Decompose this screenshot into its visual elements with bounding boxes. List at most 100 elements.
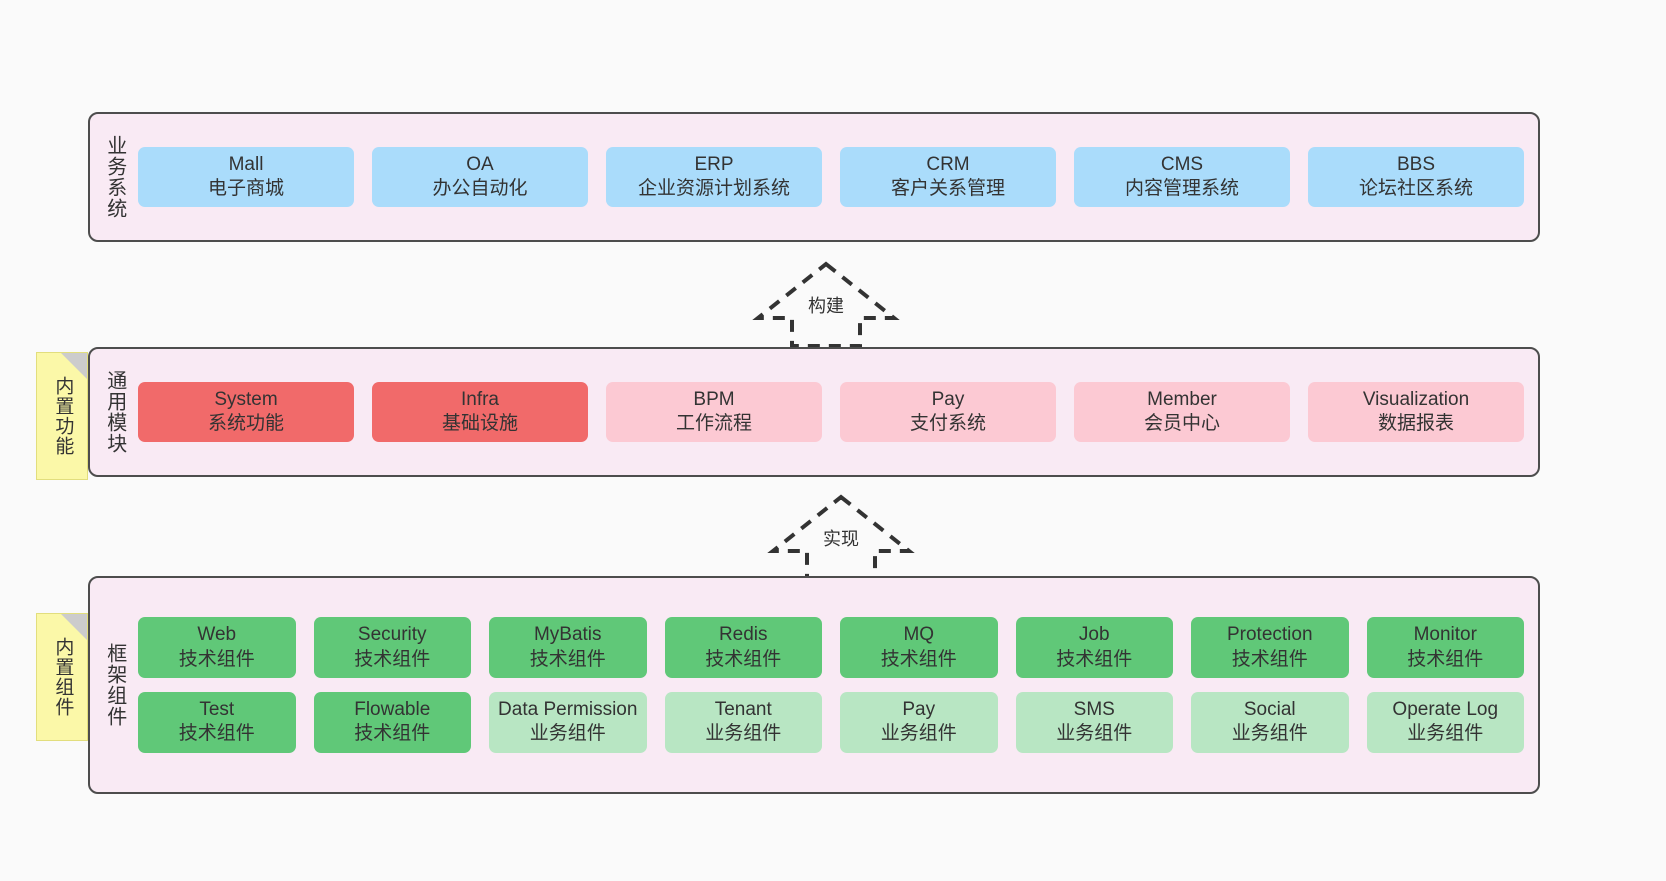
card-row: System 系统功能 Infra 基础设施 BPM 工作流程 Pay 支付系统… — [138, 381, 1524, 443]
card-title-en: Data Permission — [498, 699, 638, 720]
card-title-cn: 工作流程 — [675, 413, 752, 434]
sticky-note-label: 内置功能 — [52, 376, 74, 456]
card-title-en: Security — [357, 624, 427, 646]
card-infra[interactable]: Infra 基础设施 — [372, 381, 588, 443]
card-web[interactable]: Web 技术组件 — [138, 617, 296, 678]
card-title-cn: 企业资源计划系统 — [637, 178, 790, 199]
layer-business-system-label: 业务系统 — [103, 135, 126, 219]
sticky-note-label: 内置组件 — [52, 637, 74, 717]
card-title-en: BPM — [693, 388, 735, 410]
sticky-note-builtin-function: 内置功能 — [36, 352, 88, 480]
card-pay-module[interactable]: Pay 支付系统 — [840, 381, 1056, 443]
card-title-en: Web — [197, 624, 237, 646]
card-crm[interactable]: CRM 客户关系管理 — [840, 146, 1056, 208]
sticky-note-builtin-component: 内置组件 — [36, 613, 88, 741]
card-title-cn: 技术组件 — [705, 648, 782, 670]
card-title-cn: 技术组件 — [178, 648, 255, 670]
card-row: Test 技术组件 Flowable 技术组件 Data Permission … — [138, 692, 1524, 753]
card-title-en: Protection — [1226, 624, 1313, 646]
card-visualization[interactable]: Visualization 数据报表 — [1308, 381, 1524, 443]
card-title-cn: 技术组件 — [880, 648, 957, 670]
card-title-cn: 技术组件 — [354, 723, 431, 745]
folded-corner-icon — [61, 614, 87, 640]
card-title-cn: 业务组件 — [705, 723, 782, 745]
arrow-build-shape — [752, 261, 900, 348]
card-mq[interactable]: MQ 技术组件 — [840, 617, 998, 678]
card-mybatis[interactable]: MyBatis 技术组件 — [489, 617, 647, 678]
layer-business-system: 业务系统 Mall 电子商城 OA 办公自动化 ERP 企业资源计划系统 CRM… — [88, 112, 1540, 242]
card-title-en: MQ — [903, 624, 935, 646]
card-security[interactable]: Security 技术组件 — [313, 617, 471, 678]
card-title-cn: 业务组件 — [1407, 723, 1484, 745]
card-title-cn: 技术组件 — [1056, 648, 1133, 670]
card-system[interactable]: System 系统功能 — [138, 381, 354, 443]
card-title-en: Operate Log — [1392, 699, 1499, 720]
card-row: Mall 电子商城 OA 办公自动化 ERP 企业资源计划系统 CRM 客户关系… — [138, 146, 1524, 208]
card-flowable[interactable]: Flowable 技术组件 — [313, 692, 471, 753]
layer-common-module: 通用模块 System 系统功能 Infra 基础设施 BPM 工作流程 Pay… — [88, 347, 1540, 477]
card-row: Web 技术组件 Security 技术组件 MyBatis 技术组件 Redi… — [138, 617, 1524, 678]
card-title-en: Infra — [460, 388, 500, 410]
card-title-en: CMS — [1160, 153, 1204, 175]
card-title-en: OA — [466, 153, 494, 175]
card-oa[interactable]: OA 办公自动化 — [372, 146, 588, 208]
card-title-en: Mall — [228, 153, 264, 175]
card-protection[interactable]: Protection 技术组件 — [1191, 617, 1349, 678]
card-title-cn: 基础设施 — [441, 413, 518, 434]
card-job[interactable]: Job 技术组件 — [1015, 617, 1173, 678]
card-title-cn: 客户关系管理 — [890, 178, 1005, 199]
card-title-cn: 会员中心 — [1143, 413, 1220, 434]
card-redis[interactable]: Redis 技术组件 — [664, 617, 822, 678]
arrow-implement-shape — [767, 494, 915, 581]
card-title-en: Tenant — [714, 699, 772, 720]
card-title-cn: 业务组件 — [1056, 723, 1133, 745]
card-title-en: Redis — [718, 624, 768, 646]
layer-common-module-body: System 系统功能 Infra 基础设施 BPM 工作流程 Pay 支付系统… — [138, 349, 1538, 475]
layer-framework-component: 框架组件 Web 技术组件 Security 技术组件 MyBatis 技术组件… — [88, 576, 1540, 794]
card-monitor[interactable]: Monitor 技术组件 — [1366, 617, 1524, 678]
card-title-en: Pay — [931, 388, 965, 410]
card-sms[interactable]: SMS 业务组件 — [1015, 692, 1173, 753]
card-title-cn: 业务组件 — [880, 723, 957, 745]
card-title-en: System — [214, 388, 278, 410]
card-erp[interactable]: ERP 企业资源计划系统 — [606, 146, 822, 208]
layer-framework-component-body: Web 技术组件 Security 技术组件 MyBatis 技术组件 Redi… — [138, 578, 1538, 792]
card-title-en: Member — [1147, 388, 1217, 410]
card-title-en: BBS — [1396, 153, 1436, 175]
card-title-en: ERP — [694, 153, 734, 175]
card-title-en: Test — [199, 699, 235, 720]
card-title-en: Job — [1078, 624, 1110, 646]
card-cms[interactable]: CMS 内容管理系统 — [1074, 146, 1290, 208]
card-title-cn: 系统功能 — [207, 413, 284, 434]
card-pay-component[interactable]: Pay 业务组件 — [840, 692, 998, 753]
card-tenant[interactable]: Tenant 业务组件 — [664, 692, 822, 753]
card-member[interactable]: Member 会员中心 — [1074, 381, 1290, 443]
arrow-build: 构建 — [752, 261, 900, 348]
layer-common-module-label: 通用模块 — [103, 370, 126, 454]
card-bpm[interactable]: BPM 工作流程 — [606, 381, 822, 443]
arrow-implement: 实现 — [767, 494, 915, 581]
card-title-cn: 支付系统 — [909, 413, 986, 434]
card-title-en: CRM — [926, 153, 970, 175]
card-title-cn: 技术组件 — [178, 723, 255, 745]
folded-corner-icon — [61, 353, 87, 379]
card-title-cn: 技术组件 — [1407, 648, 1484, 670]
card-title-cn: 电子商城 — [207, 178, 284, 199]
card-title-cn: 技术组件 — [354, 648, 431, 670]
card-title-cn: 内容管理系统 — [1124, 178, 1239, 199]
card-test[interactable]: Test 技术组件 — [138, 692, 296, 753]
card-social[interactable]: Social 业务组件 — [1191, 692, 1349, 753]
card-bbs[interactable]: BBS 论坛社区系统 — [1308, 146, 1524, 208]
card-title-en: Visualization — [1362, 388, 1470, 410]
card-title-en: Social — [1243, 699, 1296, 720]
card-title-cn: 办公自动化 — [432, 178, 528, 199]
card-title-en: Pay — [902, 699, 936, 720]
layer-framework-component-label: 框架组件 — [103, 643, 126, 727]
card-data-permission[interactable]: Data Permission 业务组件 — [489, 692, 647, 753]
layer-business-system-body: Mall 电子商城 OA 办公自动化 ERP 企业资源计划系统 CRM 客户关系… — [138, 114, 1538, 240]
card-title-cn: 业务组件 — [1231, 723, 1308, 745]
card-mall[interactable]: Mall 电子商城 — [138, 146, 354, 208]
card-title-cn: 技术组件 — [529, 648, 606, 670]
card-operate-log[interactable]: Operate Log 业务组件 — [1366, 692, 1524, 753]
